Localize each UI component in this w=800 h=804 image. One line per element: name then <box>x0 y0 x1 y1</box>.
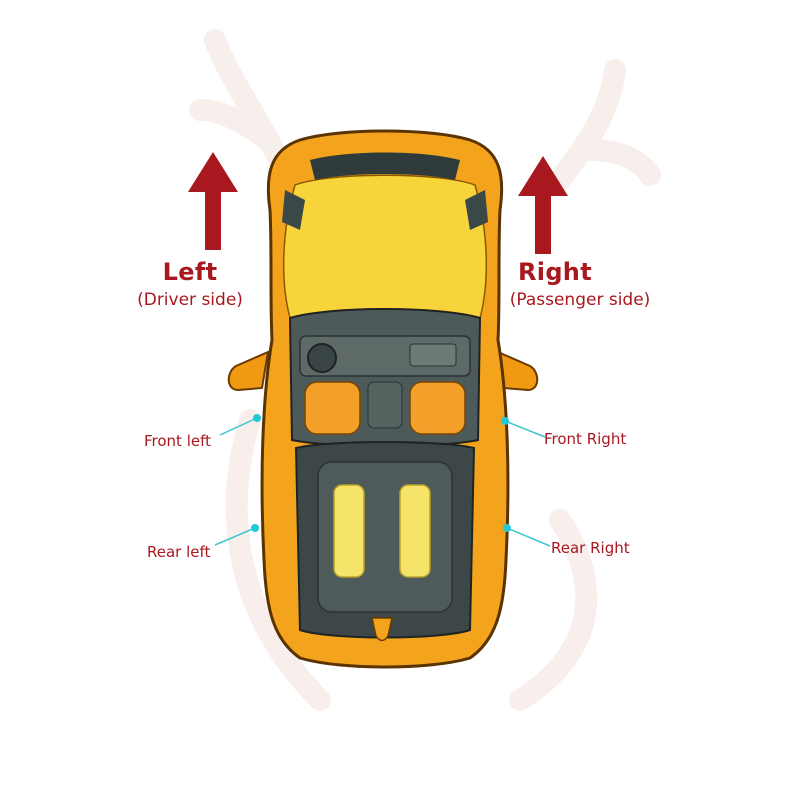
passenger-side-subtitle: (Passenger side) <box>509 290 651 310</box>
front-left-label: Front left <box>144 432 212 450</box>
up-arrow-icon <box>188 152 238 250</box>
driver-side-subtitle: (Driver side) <box>137 290 243 310</box>
passenger-side-title: Right <box>518 258 592 286</box>
car-top-view-icon <box>227 129 539 669</box>
rear-left-label: Rear left <box>147 543 211 561</box>
driver-side-title: Left <box>162 258 218 286</box>
callout-rear-right <box>503 524 551 547</box>
deer-antler-watermark <box>189 29 661 711</box>
front-right-label: Front Right <box>544 430 627 448</box>
callout-front-left <box>219 414 261 436</box>
callout-rear-left <box>214 524 259 546</box>
rear-right-label: Rear Right <box>551 539 630 557</box>
callout-front-right <box>501 417 546 438</box>
up-arrow-icon <box>518 156 568 254</box>
